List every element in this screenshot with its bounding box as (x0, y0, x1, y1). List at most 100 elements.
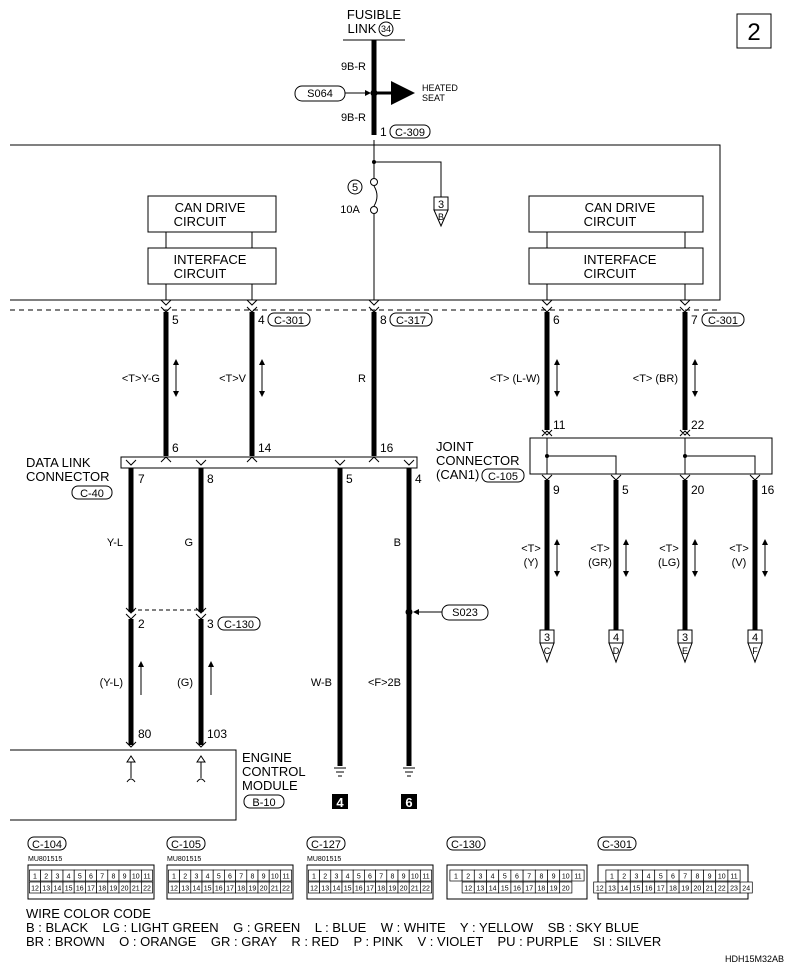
connector-pin-number: 9 (552, 874, 556, 881)
joint-out-label-lg: (LG) (658, 557, 680, 569)
connector-pin-number: 19 (249, 886, 257, 893)
connector-part-number: MU801515 (28, 856, 62, 863)
connector-pin-number: 17 (366, 886, 374, 893)
right-interface-box (528, 247, 704, 285)
c301b-box (701, 312, 745, 327)
wire-label-yg: <T>Y-G (122, 373, 160, 385)
dlc-pin-16: 16 (380, 441, 394, 455)
connector-pin-cell (420, 869, 432, 882)
wire-9b-r-upper: 9B-R (341, 61, 366, 73)
joint-label-2: CONNECTOR (436, 453, 520, 468)
connector-pin-number: 13 (608, 886, 616, 893)
connector-code: C-127 (311, 839, 341, 851)
ref-b-num: 3 (438, 199, 444, 211)
etacs-outline (10, 144, 721, 301)
s023-dot (405, 608, 413, 616)
connector-pin-number: 7 (239, 874, 243, 881)
joint-link-b (685, 455, 756, 474)
connector-pin-number: 9 (262, 874, 266, 881)
heated-seat-label-2: SEAT (422, 93, 445, 103)
connector-pin-number: 14 (54, 886, 62, 893)
connector-pin-number: 8 (390, 874, 394, 881)
joint-out-label-gr: (GR) (588, 557, 612, 569)
wire-label-v: <T>V (219, 373, 247, 385)
connector-pin-number: 10 (411, 874, 419, 881)
connector-pin-number: 12 (170, 886, 178, 893)
ecm-connector-marks (125, 741, 207, 748)
dlc-pin-4: 4 (415, 472, 422, 486)
ecm-label-2: CONTROL (242, 764, 306, 779)
connector-pin-number: 6 (671, 874, 675, 881)
left-can-drive-box (147, 195, 277, 233)
c309-code: C-309 (395, 127, 425, 139)
ecm-label: ENGINE (242, 750, 292, 765)
joint-pin-22: 22 (691, 418, 705, 432)
ground-4-box (332, 794, 348, 809)
connector-pin-number: 7 (683, 874, 687, 881)
left-interface-label: INTERFACE (174, 252, 247, 267)
etacs-pin-5: 5 (172, 313, 179, 327)
page-number: 2 (747, 19, 760, 46)
joint-label-3: (CAN1) (436, 467, 479, 482)
connector-pin-number: 22 (422, 886, 430, 893)
joint-link-a (547, 455, 617, 474)
connector-pin-number: 18 (237, 886, 245, 893)
connector-pin-number: 14 (333, 886, 341, 893)
connector-pin-number: 7 (379, 874, 383, 881)
connector-pin-number: 11 (422, 874, 429, 881)
wire-label-g: G (184, 537, 193, 549)
c130-box (217, 616, 261, 631)
connector-pin-number: 1 (33, 874, 37, 881)
wire-label-f2b: <F>2B (368, 677, 401, 689)
c309-box (389, 124, 431, 139)
connector-pin-number: 15 (65, 886, 73, 893)
connector-pin-cell (141, 869, 153, 882)
joint-out-label-t: <T> (590, 543, 610, 555)
etacs-pin-7: 7 (691, 313, 698, 327)
connector-pin-number: 1 (610, 874, 614, 881)
joint-out-label-y: (Y) (524, 557, 539, 569)
ecm-outline (10, 749, 237, 821)
joint-pin-16: 16 (761, 483, 775, 497)
c317-box (389, 312, 433, 327)
connector-pin-number: 2 (323, 874, 327, 881)
connector-pin-cell (420, 881, 432, 894)
ecm-inner-terminals (126, 755, 206, 783)
c301b-code: C-301 (708, 315, 738, 327)
connector-pin-number: 6 (368, 874, 372, 881)
connector-pin-number: 17 (525, 886, 533, 893)
connector-code-box (306, 836, 346, 851)
fusible-link-number-circle (378, 21, 394, 37)
connector-pin-number: 20 (121, 886, 129, 893)
connector-pin-number: 23 (730, 886, 738, 893)
connector-pin-number: 4 (647, 874, 651, 881)
c130-pin-2: 2 (138, 617, 145, 631)
ref-e-triangle (677, 642, 693, 664)
connector-pin-number: 16 (645, 886, 653, 893)
connector-pin-number: 12 (596, 886, 604, 893)
fusible-link-label-2: LINK (348, 21, 377, 36)
connector-pin-number: 21 (271, 886, 279, 893)
connector-pin-number: 19 (110, 886, 118, 893)
ground-6: 6 (405, 795, 412, 810)
ref-c-letter: C (544, 646, 551, 656)
connector-pin-number: 16 (355, 886, 363, 893)
connector-pin-number: 5 (217, 874, 221, 881)
connector-pin-number: 9 (402, 874, 406, 881)
wire-label-br: <T> (BR) (633, 373, 678, 385)
dlc-top-marks (160, 456, 380, 463)
dlc-pin-6: 6 (172, 441, 179, 455)
fuse-rating: 10A (340, 204, 360, 216)
connector-pin-number: 6 (228, 874, 232, 881)
connector-pin-number: 18 (98, 886, 106, 893)
ecm-pin-80: 80 (138, 727, 152, 741)
ref-c-num: 3 (544, 632, 550, 644)
joint-out-label-t: <T> (729, 543, 749, 555)
connector-pin-cell (727, 869, 741, 882)
connector-pin-number: 6 (515, 874, 519, 881)
ecm-pin-103: 103 (207, 727, 227, 741)
connector-pin-cell (141, 881, 153, 894)
right-interface-label-2: CIRCUIT (584, 266, 637, 281)
